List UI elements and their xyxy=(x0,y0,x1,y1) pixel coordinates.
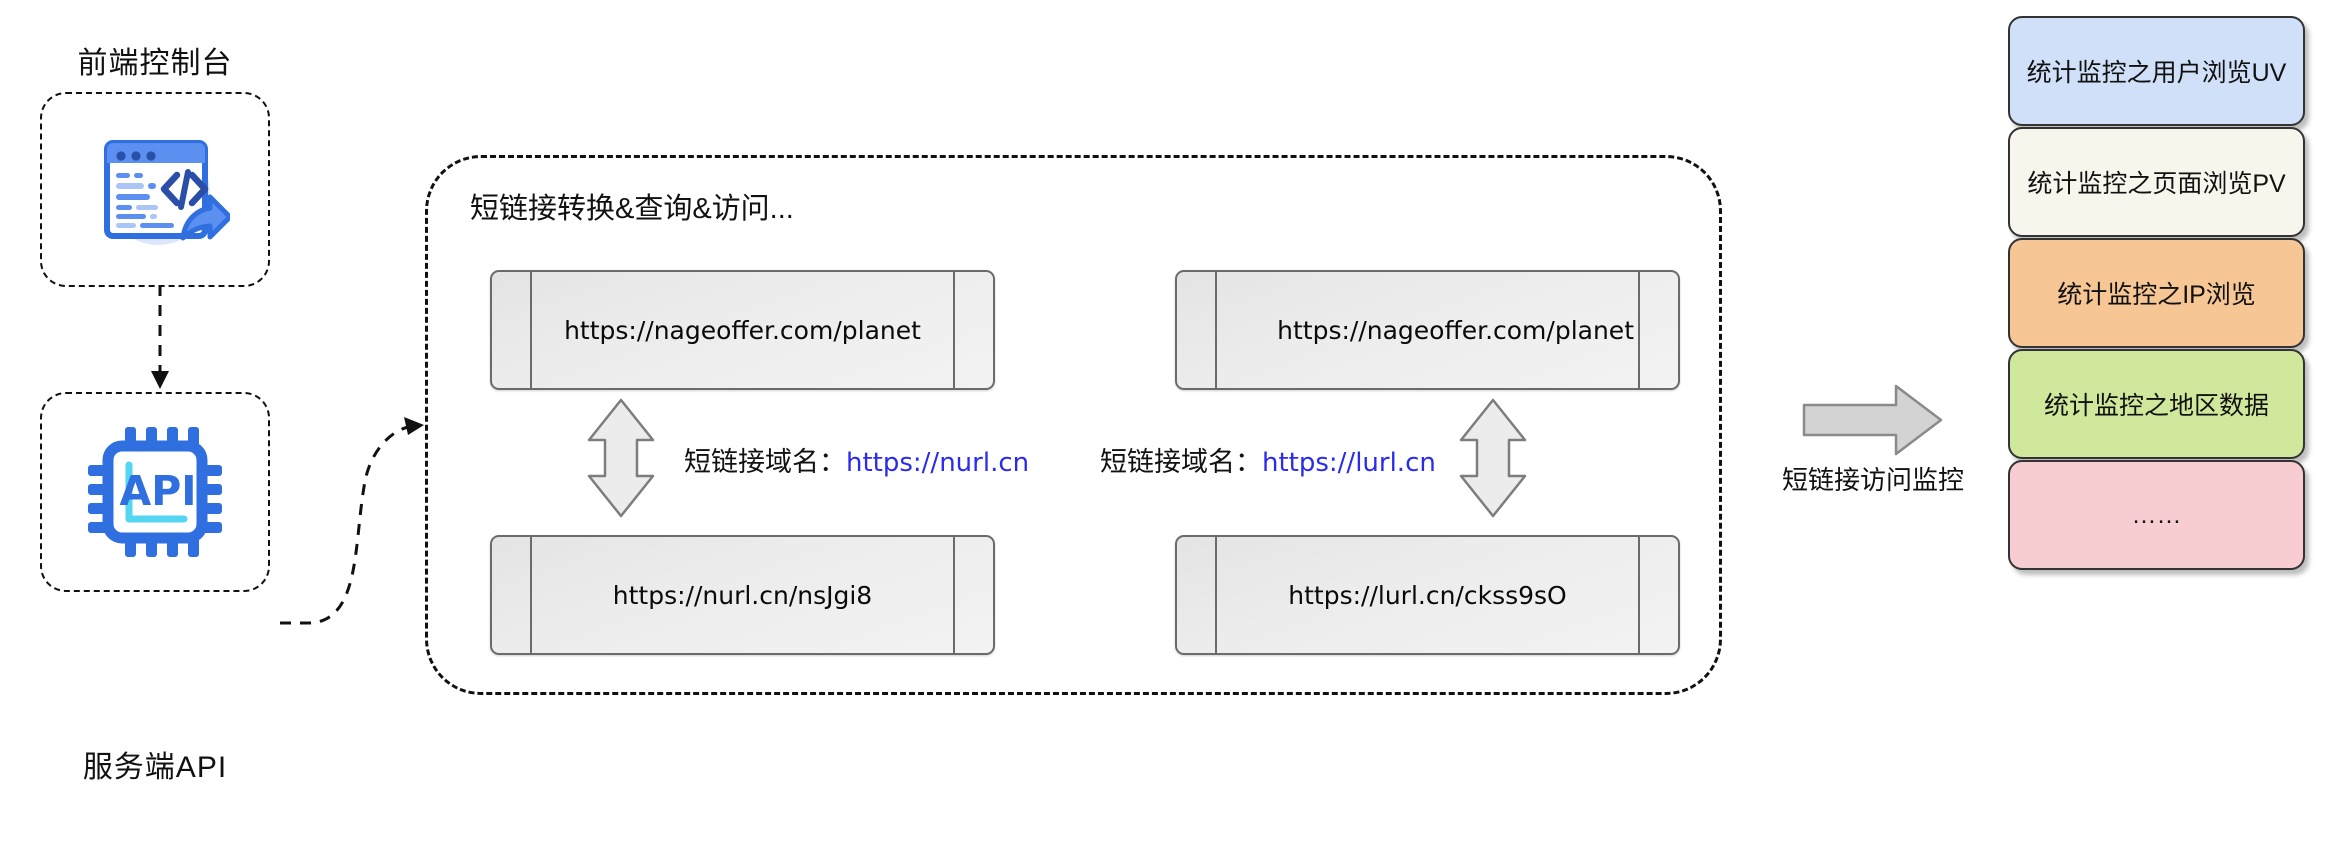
domain-label-1: 短链接域名：https://nurl.cn xyxy=(684,440,1029,479)
container-title: 短链接转换&查询&访问... xyxy=(470,193,794,225)
stat-label-pv: 统计监控之页面浏览PV xyxy=(2027,170,2286,198)
stat-box-ip[interactable]: 统计监控之IP浏览 xyxy=(2008,238,2305,348)
domain-value-1[interactable]: https://nurl.cn xyxy=(846,448,1030,478)
frontend-console-node[interactable] xyxy=(40,92,270,287)
domain-value-2[interactable]: https://lurl.cn xyxy=(1262,448,1436,478)
backend-api-caption: 服务端API xyxy=(82,751,228,784)
short-url-box-2[interactable]: https://lurl.cn/ckss9sO xyxy=(1175,535,1680,655)
short-url-text-2: https://lurl.cn/ckss9sO xyxy=(1288,580,1567,610)
short-url-box-1[interactable]: https://nurl.cn/nsJgi8 xyxy=(490,535,995,655)
frontend-console-caption: 前端控制台 xyxy=(77,47,233,80)
monitor-arrow-caption: 短链接访问监控 xyxy=(1782,465,1965,495)
stat-label-more: …… xyxy=(2131,500,2182,529)
domain-prefix-2: 短链接域名： xyxy=(1100,447,1262,477)
api-chip-icon: API xyxy=(80,417,230,567)
frontend-to-backend-connector xyxy=(130,285,190,395)
domain-prefix-1: 短链接域名： xyxy=(684,447,846,477)
stat-box-pv[interactable]: 统计监控之页面浏览PV xyxy=(2008,127,2305,237)
stat-label-ip: 统计监控之IP浏览 xyxy=(2057,281,2256,309)
stat-label-region: 统计监控之地区数据 xyxy=(2043,392,2269,420)
long-url-text-1: https://nageoffer.com/planet xyxy=(564,315,921,345)
stat-box-uv[interactable]: 统计监控之用户浏览UV xyxy=(2008,16,2305,126)
domain-label-2: 短链接域名：https://lurl.cn xyxy=(1100,440,1436,479)
long-url-box-1[interactable]: https://nageoffer.com/planet xyxy=(490,270,995,390)
backend-api-node[interactable]: API xyxy=(40,392,270,592)
bidirectional-arrow-2 xyxy=(1455,396,1531,520)
stat-box-region[interactable]: 统计监控之地区数据 xyxy=(2008,349,2305,459)
stat-label-uv: 统计监控之用户浏览UV xyxy=(2026,59,2287,87)
short-url-text-1: https://nurl.cn/nsJgi8 xyxy=(612,580,873,610)
backend-to-container-connector xyxy=(268,395,443,645)
right-arrow-block-icon xyxy=(1800,382,1945,458)
long-url-box-2[interactable]: https://nageoffer.com/planet xyxy=(1175,270,1680,390)
bidirectional-arrow-1 xyxy=(583,396,659,520)
svg-text:API: API xyxy=(119,467,196,515)
long-url-text-2: https://nageoffer.com/planet xyxy=(1277,315,1634,345)
stat-box-more[interactable]: …… xyxy=(2008,460,2305,570)
browser-code-window-icon xyxy=(80,115,230,265)
